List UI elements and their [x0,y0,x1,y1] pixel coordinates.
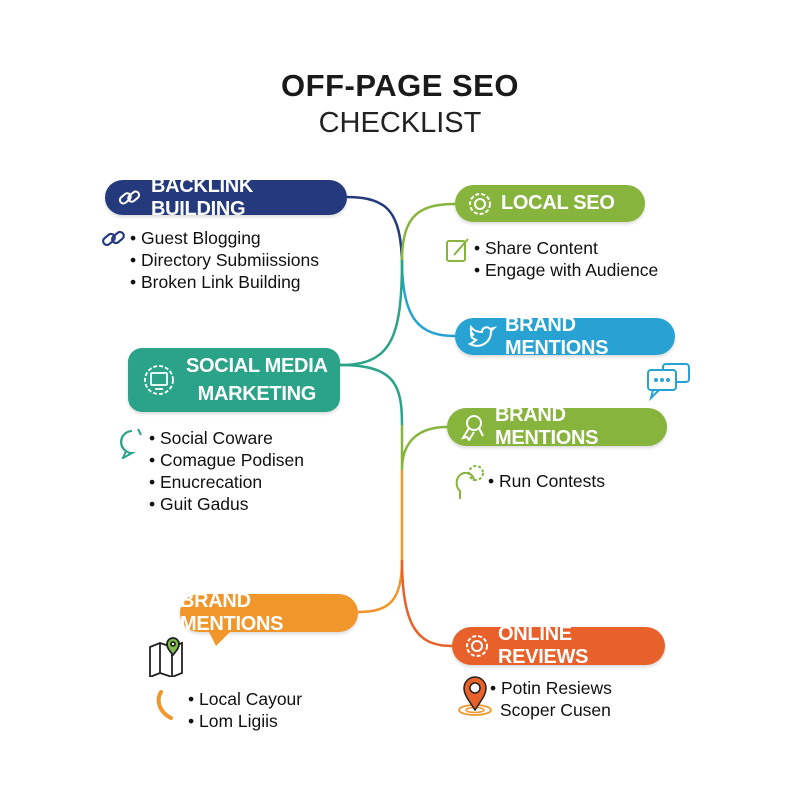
online-reviews-label: ONLINE REVIEWS [498,623,589,668]
connector-brand-twitter [400,259,456,338]
list-item: Run Contests [488,470,605,492]
gear-icon [466,635,488,657]
gear-monitor-icon [144,365,174,395]
backlink-list: Guest Blogging Directory Submiissions Br… [130,227,319,293]
list-item: Potin Resiews [490,677,612,699]
social-list: Social Coware Comague Podisen Enucrecati… [149,427,304,515]
social-media-label-line2: MARKETING [197,383,317,405]
gear-icon [469,192,491,215]
connector-brand-ribbon [400,425,448,471]
title-main: OFF-PAGE SEO [281,68,519,103]
online-reviews-pill: ONLINE REVIEWS [452,623,665,668]
local-seo-label: LOCAL SEO [501,192,615,214]
connector-social-out [339,363,404,426]
head-idea-icon [455,465,484,499]
link-icon [102,230,125,246]
brand-mentions-label: BRAND MENTIONS [495,404,599,449]
list-item: Share Content [474,237,658,259]
link-icon [118,190,141,204]
brand-mentions-ribbon-pill: BRAND MENTIONS [447,404,667,449]
social-media-label-line1: SOCIAL MEDIA [186,355,328,377]
speech-tail [208,630,232,646]
connector-social-in [339,259,404,367]
backlink-building-pill: BACKLINK BUILDING [105,175,347,220]
phone-icon [156,690,173,720]
chat-bubbles-icon [647,363,690,402]
list-item: Local Cayour [188,688,302,710]
brand-mentions-label: BRAND MENTIONS [180,590,284,635]
map-icon [149,637,183,677]
list-item: Scoper Cusen [500,700,611,720]
social-media-marketing-pill: SOCIAL MEDIA MARKETING [128,348,340,412]
connector-brand-speech [357,470,404,614]
brand-mentions-twitter-pill: BRAND MENTIONS [455,314,675,359]
connector-online-reviews [400,559,453,648]
list-item: Directory Submiissions [130,249,319,271]
local-seo-pill: LOCAL SEO [455,185,645,222]
list-item: Comague Podisen [149,449,304,471]
list-item: Social Coware [149,427,304,449]
connector-local-seo [400,202,456,261]
brand-mentions-orange-list: Local Cayour Lom Ligiis [188,688,302,732]
list-item: Engage with Audience [474,259,658,281]
brand-mentions-speech-pill: BRAND MENTIONS [180,590,358,635]
list-item: Lom Ligiis [188,710,302,732]
online-reviews-list: Potin Resiews Scoper Cusen [490,677,612,721]
chat-like-icon [120,428,142,459]
list-item: Enucrecation [149,471,304,493]
brand-mentions-list: Run Contests [488,470,605,492]
brand-mentions-label: BRAND MENTIONS [505,313,609,359]
list-item: Broken Link Building [130,271,319,293]
connector-backlink [346,195,404,261]
twitter-bird-icon [467,324,497,347]
local-seo-list: Share Content Engage with Audience [474,237,658,281]
backlink-building-label: BACKLINK BUILDING [151,174,254,220]
edit-icon [446,238,469,262]
list-item: Guest Blogging [130,227,319,249]
location-pin-icon [458,676,492,716]
list-item: Guit Gadus [149,493,304,515]
ribbon-icon [460,415,484,441]
title-sub: CHECKLIST [318,107,482,139]
